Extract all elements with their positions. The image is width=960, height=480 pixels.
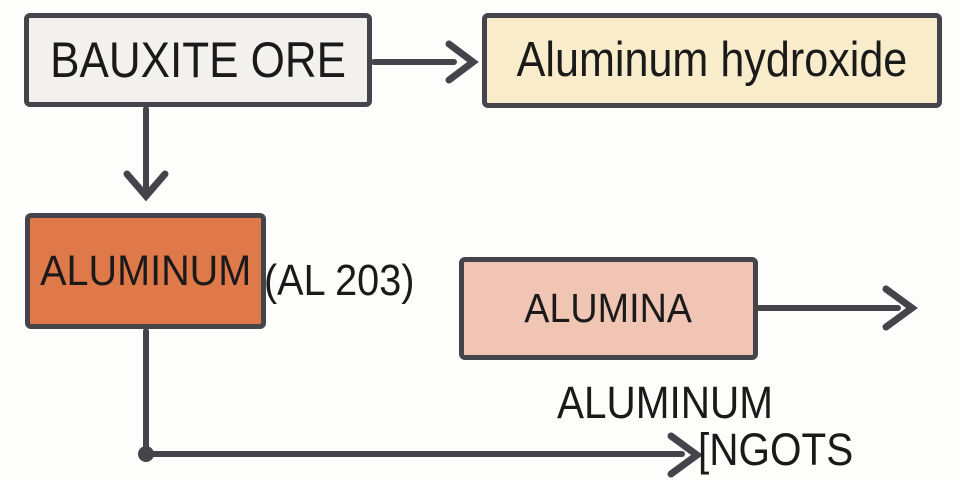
arrow-bauxite-to-aluminum-head	[123, 170, 169, 202]
annotation-al2o3: (AL 203)	[264, 256, 415, 305]
annotation-aluminum-ingots-line2: [NGOTS	[698, 424, 854, 475]
arrow-alumina-right-head	[882, 285, 918, 331]
node-aluminum-hydroxide-label: Aluminum hydroxide	[516, 33, 908, 87]
connector-aluminum-to-ingots-head	[667, 432, 703, 478]
node-bauxite-ore: BAUXITE ORE	[24, 13, 372, 107]
arrow-bauxite-to-aluminum	[123, 106, 169, 202]
node-aluminum: ALUMINUM	[25, 213, 266, 329]
node-bauxite-ore-label: BAUXITE ORE	[50, 32, 346, 88]
arrow-bauxite-to-hydroxide-head	[445, 40, 479, 84]
connector-aluminum-to-ingots	[138, 328, 703, 478]
arrow-alumina-right	[756, 285, 918, 331]
arrow-bauxite-to-hydroxide	[371, 40, 479, 84]
node-alumina-label: ALUMINA	[524, 285, 693, 331]
node-alumina: ALUMINA	[459, 257, 758, 360]
annotation-aluminum-ingots-line1: ALUMINUM	[557, 377, 774, 428]
node-aluminum-hydroxide: Aluminum hydroxide	[482, 13, 942, 108]
node-aluminum-label: ALUMINUM	[40, 246, 251, 295]
